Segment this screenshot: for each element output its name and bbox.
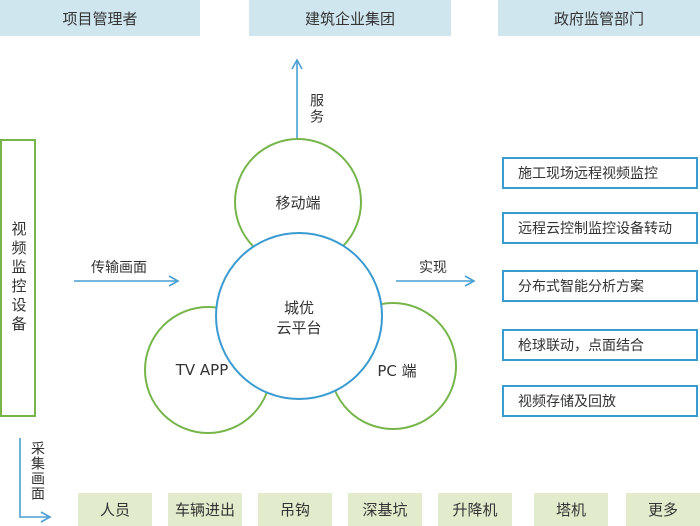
video-device-label: 视频监控设备 (9, 221, 28, 335)
video-device-panel: 视频监控设备 (0, 139, 36, 417)
realize-label: 实现 (419, 260, 447, 276)
bottom-item-hook: 吊钩 (258, 493, 332, 526)
tv-label: TV APP (175, 361, 229, 379)
center-label-line1: 城优 (283, 299, 314, 317)
transmit-label: 传输画面 (91, 260, 147, 276)
bottom-item-personnel: 人员 (78, 493, 152, 526)
bottom-item-tower-crane: 塔机 (534, 493, 608, 526)
top-box-government: 政府监管部门 (498, 0, 700, 36)
mobile-label: 移动端 (275, 194, 321, 212)
pc-label: PC 端 (377, 362, 417, 380)
collect-arrow (19, 438, 52, 523)
feature-remote-control: 远程云控制监控设备转动 (502, 212, 698, 244)
center-circle (215, 232, 383, 400)
top-box-construction-group: 建筑企业集团 (249, 0, 451, 36)
bottom-item-vehicles: 车辆进出 (168, 493, 242, 526)
feature-remote-video: 施工现场远程视频监控 (502, 157, 698, 189)
bottom-item-foundation-pit: 深基坑 (348, 493, 422, 526)
feature-smart-analysis: 分布式智能分析方案 (502, 270, 698, 302)
center-label: 城优 云平台 (249, 298, 349, 338)
service-label: 服务 (308, 93, 324, 125)
bottom-item-elevator: 升降机 (438, 493, 512, 526)
top-box-project-manager: 项目管理者 (0, 0, 200, 36)
feature-linkage: 枪球联动，点面结合 (502, 329, 698, 361)
bottom-item-more[interactable]: 更多 (626, 493, 700, 526)
collect-label: 采集画面 (29, 441, 45, 501)
feature-storage: 视频存储及回放 (502, 385, 698, 417)
center-label-line2: 云平台 (276, 319, 322, 337)
